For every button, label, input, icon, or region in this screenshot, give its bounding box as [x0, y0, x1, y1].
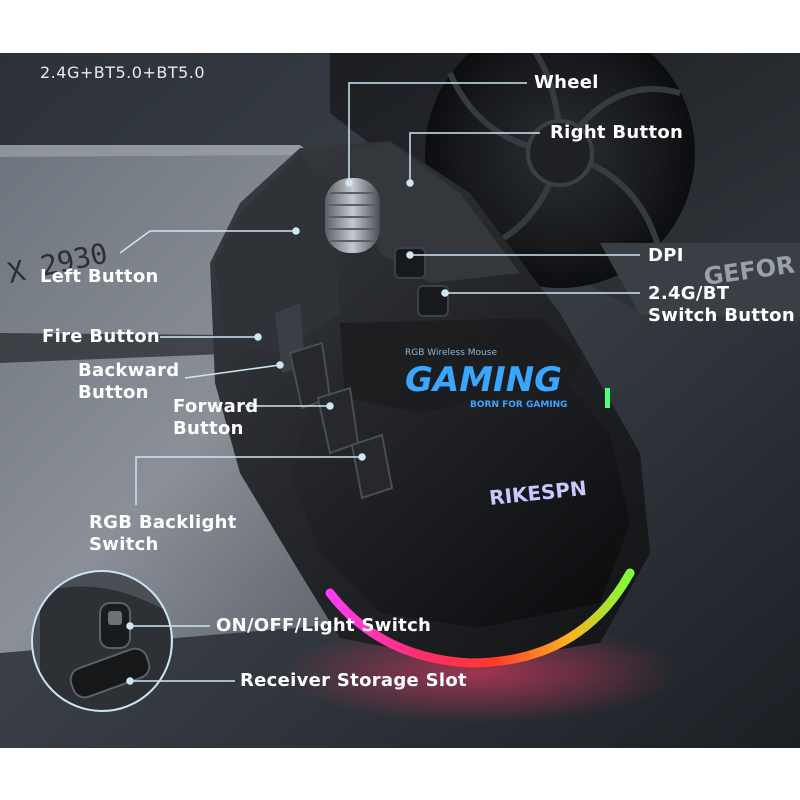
label-fire-button: Fire Button: [42, 326, 161, 347]
connectivity-spec: 2.4G+BT5.0+BT5.0: [40, 63, 206, 82]
label-switch-button-line-2: Switch Button: [648, 305, 795, 326]
label-left-button: Left Button: [40, 266, 159, 287]
label-switch-button-line-1: 2.4G/BT: [648, 283, 730, 304]
underside-inset: [31, 570, 173, 712]
label-on-off-light-switch: ON/OFF/Light Switch: [216, 615, 432, 636]
receiver-slot-shape: [69, 647, 151, 699]
label-rgb-backlight-line-2: Switch: [89, 534, 159, 555]
gaming-mouse: RGB Wireless Mouse GAMING BORN FOR GAMIN…: [210, 141, 650, 668]
label-right-button: Right Button: [550, 122, 684, 143]
scroll-wheel: [325, 178, 380, 253]
label-receiver-storage-slot: Receiver Storage Slot: [240, 670, 467, 691]
leader-lines: [119, 82, 640, 685]
gaming-print: GAMING: [405, 360, 562, 400]
mode-switch-button: [417, 285, 449, 317]
mouse-photo: X 2930 GEFOR: [0, 53, 800, 748]
mouse-badge-print: RGB Wireless Mouse: [405, 348, 497, 358]
label-dpi: DPI: [648, 245, 684, 266]
label-forward-button: Forward Button: [173, 396, 258, 440]
label-backward-button-line-2: Button: [78, 382, 149, 403]
power-switch-shape: [99, 602, 131, 649]
label-wheel: Wheel: [534, 72, 599, 93]
label-switch-button: 2.4G/BT Switch Button: [648, 283, 795, 327]
label-rgb-backlight-line-1: RGB Backlight: [89, 512, 237, 533]
tagline-print: BORN FOR GAMING: [470, 400, 568, 410]
label-forward-button-line-1: Forward: [173, 396, 259, 417]
label-forward-button-line-2: Button: [173, 418, 244, 439]
rgb-light-strip: [325, 568, 635, 668]
label-rgb-backlight-switch: RGB Backlight Switch: [89, 512, 237, 556]
label-backward-button: Backward Button: [78, 360, 179, 404]
label-backward-button-line-1: Backward: [78, 360, 180, 381]
